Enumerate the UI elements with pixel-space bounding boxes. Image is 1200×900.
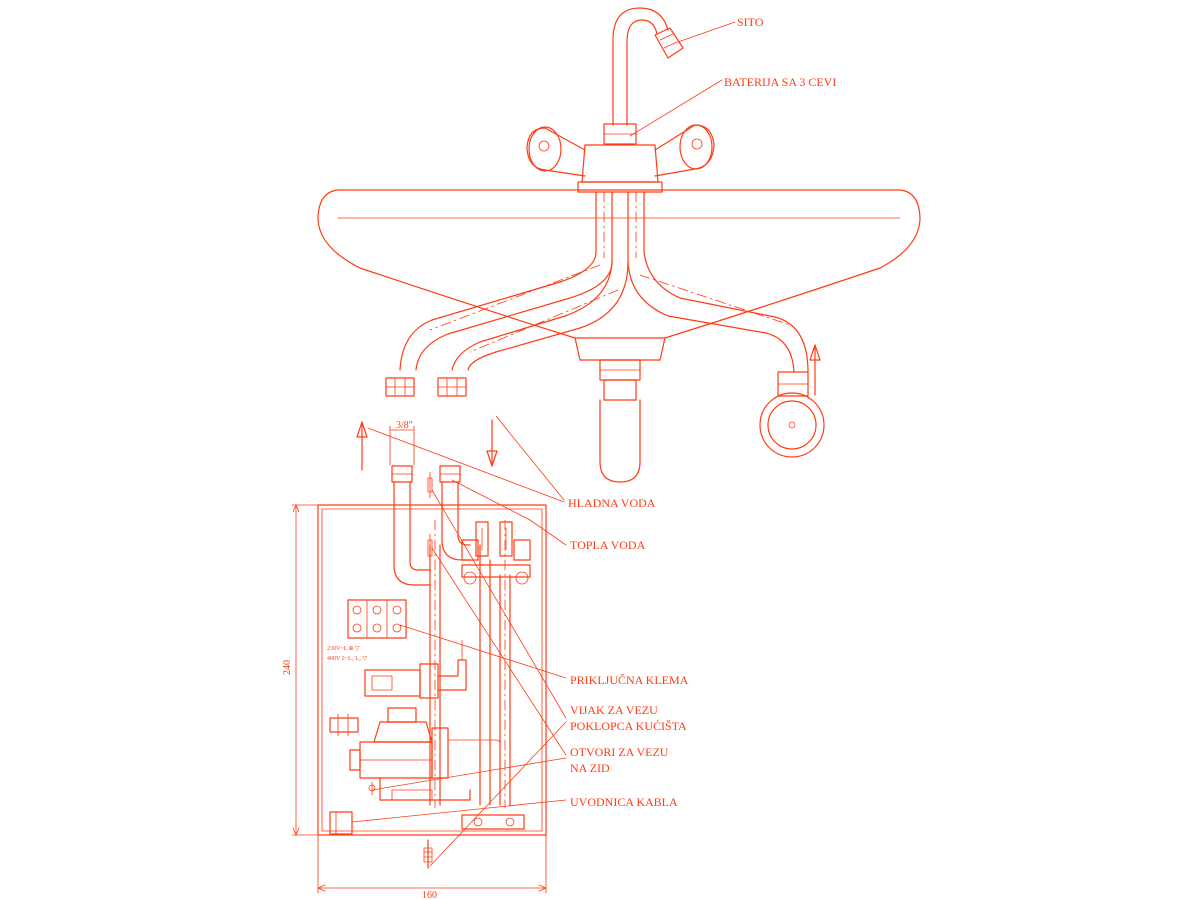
control-unit [329, 639, 501, 801]
label-baterija: BATERIJA SA 3 CEVI [724, 75, 836, 89]
faucet [526, 7, 715, 193]
drawing-lines [291, 7, 921, 894]
dimension-width: 160 [422, 890, 437, 900]
label-vijak-line1: VIJAK ZA VEZU [570, 703, 658, 717]
terminal-block [347, 599, 407, 639]
label-topla-voda: TOPLA VODA [570, 538, 646, 552]
inlet-outlet-pipes [391, 465, 531, 809]
flow-arrows [356, 419, 498, 471]
label-otvori-line2: NA ZID [570, 761, 610, 775]
label-hladna-voda: HLADNA VODA [568, 496, 656, 510]
label-sito: SITO [737, 15, 764, 29]
terminal-text-row1: 230V~L ⊕ ▽ [327, 646, 360, 652]
sink-basin [317, 189, 921, 483]
label-otvori-line1: OTVORI ZA VEZU [570, 745, 669, 759]
drawing-labels: SITO BATERIJA SA 3 CEVI HLADNA VODA TOPL… [282, 15, 836, 900]
label-prikljucna-klema: PRIKLJUČNA KLEMA [570, 673, 689, 687]
bottom-fittings [329, 811, 525, 869]
faucet-pipes [385, 191, 825, 458]
label-vijak-line2: POKLOPCA KUĆIŠTA [570, 719, 687, 733]
leader-lines [351, 21, 736, 867]
dimension-pipe: 3/8" [396, 420, 413, 431]
label-uvodnica-kabla: UVODNICA KABLA [570, 795, 678, 809]
dimension-height: 240 [282, 660, 293, 675]
terminal-text-row2: 400V 2~L₁ L₂ ▽ [327, 656, 367, 662]
